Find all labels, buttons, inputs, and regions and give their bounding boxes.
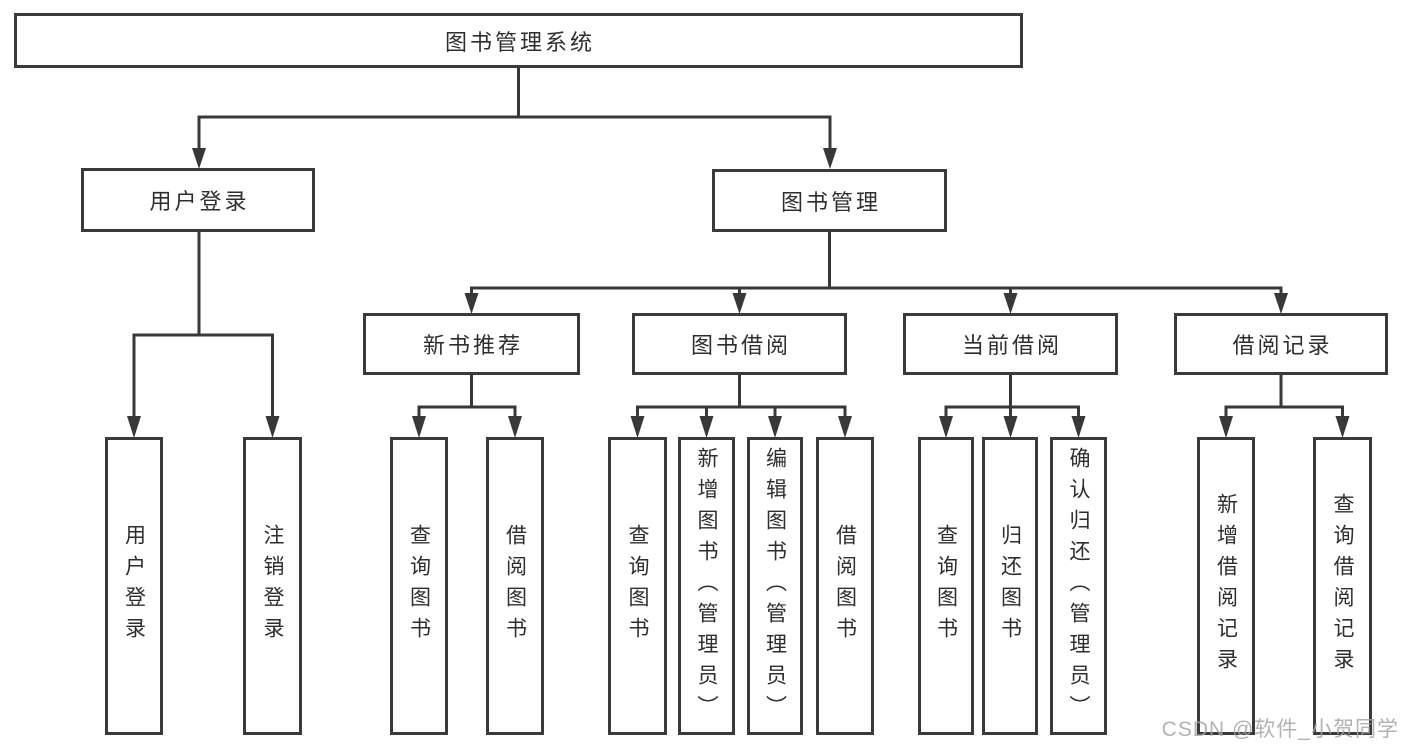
node-current-borrow: 当前借阅: [903, 313, 1118, 375]
leaf-logout-label: 注销登录: [261, 524, 284, 648]
connector-new-book-rec-to-leaves: [412, 375, 522, 438]
leaf-add-book-admin-label: 新增图书（管理员）: [695, 446, 718, 726]
connector-current-borrow-to-leaves: [939, 375, 1086, 438]
node-root-label: 图书管理系统: [444, 29, 595, 55]
leaf-edit-book-admin-label: 编辑图书（管理员）: [763, 446, 787, 726]
node-new-book-rec-label: 新书推荐: [422, 333, 523, 358]
leaf-borrow-query-books: 查询图书: [608, 437, 667, 735]
leaf-borrow-borrow-books: 借阅图书: [816, 437, 874, 735]
node-user-login-label: 用户登录: [149, 189, 250, 214]
node-book-mgmt-label: 图书管理: [780, 189, 881, 215]
leaf-newbook-query-books-label: 查询图书: [407, 524, 431, 648]
leaf-add-borrow-record-label: 新增借阅记录: [1214, 493, 1238, 679]
leaf-edit-book-admin: 编辑图书（管理员）: [747, 437, 803, 735]
connector-book-mgmt-to-level3: [464, 232, 1288, 314]
leaf-newbook-query-books: 查询图书: [390, 437, 448, 735]
connector-user-login-to-leaves: [127, 232, 280, 438]
leaf-current-query-books: 查询图书: [918, 437, 974, 735]
leaf-return-books-label: 归还图书: [998, 524, 1022, 648]
leaf-borrow-query-books-label: 查询图书: [626, 524, 649, 648]
leaf-add-book-admin: 新增图书（管理员）: [678, 437, 735, 735]
leaf-query-borrow-records: 查询借阅记录: [1313, 437, 1372, 735]
leaf-confirm-return-admin: 确认归还（管理员）: [1050, 437, 1107, 735]
leaf-current-query-books-label: 查询图书: [934, 524, 958, 648]
leaf-user-login-label: 用户登录: [122, 524, 146, 648]
node-user-login: 用户登录: [81, 168, 315, 232]
connector-root-to-level2: [192, 68, 837, 169]
node-borrow-records: 借阅记录: [1174, 313, 1388, 375]
node-root: 图书管理系统: [14, 13, 1023, 68]
connector-borrow-records-to-leaves: [1219, 375, 1350, 438]
leaf-logout: 注销登录: [243, 437, 302, 735]
leaf-borrow-borrow-books-label: 借阅图书: [833, 524, 857, 648]
leaf-newbook-borrow-books: 借阅图书: [486, 437, 544, 735]
node-book-borrow: 图书借阅: [632, 313, 847, 375]
node-book-borrow-label: 图书借阅: [690, 333, 791, 358]
watermark: CSDN @软件_小贺同学: [1161, 718, 1399, 741]
node-borrow-records-label: 借阅记录: [1232, 333, 1333, 358]
node-book-mgmt: 图书管理: [712, 169, 947, 232]
connector-book-borrow-to-leaves: [630, 375, 852, 438]
leaf-newbook-borrow-books-label: 借阅图书: [503, 524, 527, 648]
node-new-book-rec: 新书推荐: [363, 313, 580, 375]
leaf-query-borrow-records-label: 查询借阅记录: [1331, 493, 1354, 679]
leaf-confirm-return-admin-label: 确认归还（管理员）: [1067, 446, 1090, 726]
node-current-borrow-label: 当前借阅: [961, 333, 1062, 358]
leaf-user-login: 用户登录: [105, 437, 163, 735]
leaf-return-books: 归还图书: [982, 437, 1038, 735]
leaf-add-borrow-record: 新增借阅记录: [1197, 437, 1255, 735]
